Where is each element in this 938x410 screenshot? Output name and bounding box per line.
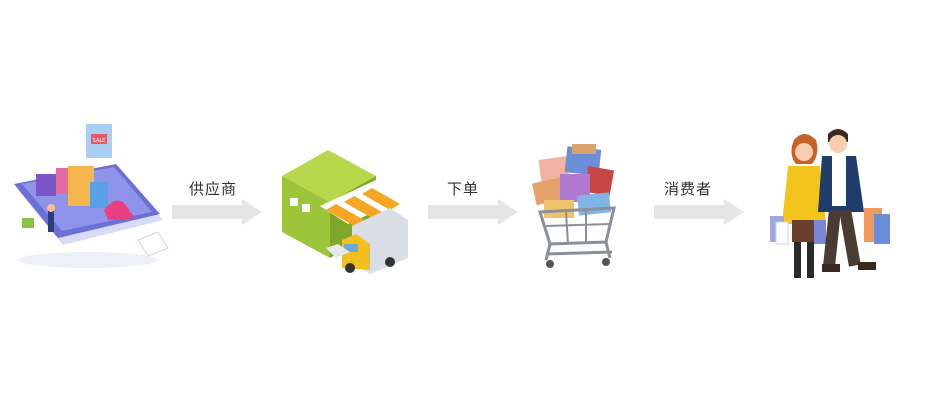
arrow-right-icon bbox=[654, 199, 744, 225]
arrow-label-supplier: 供应商 bbox=[189, 180, 238, 198]
phone-shopping-icon: SALE bbox=[14, 124, 168, 268]
shopping-couple-icon bbox=[770, 129, 890, 278]
store-truck-icon bbox=[282, 150, 408, 274]
arrow-label-consumer: 消费者 bbox=[664, 180, 713, 198]
arrow-label-order: 下单 bbox=[447, 180, 480, 198]
shopping-cart-icon bbox=[532, 144, 616, 268]
arrow-right-icon bbox=[428, 199, 518, 225]
sale-badge-text: SALE bbox=[93, 138, 106, 144]
arrow-right-icon bbox=[172, 199, 262, 225]
